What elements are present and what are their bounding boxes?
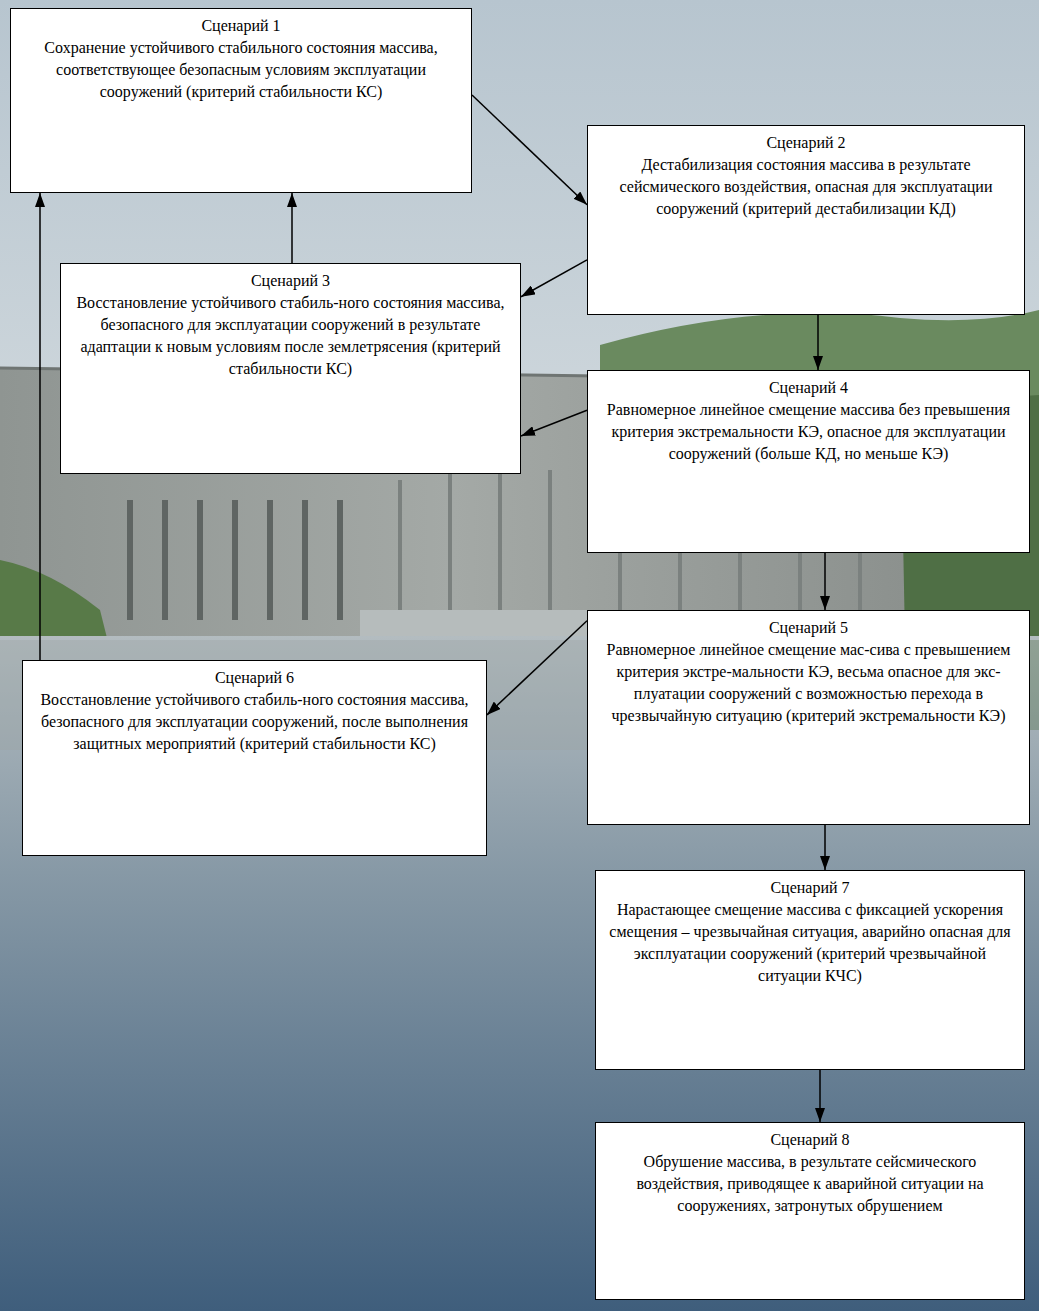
scenario-box: Сценарий 2Дестабилизация состояния масси…	[587, 125, 1025, 315]
flow-arrow	[521, 260, 587, 297]
scenario-heading: Сценарий 6	[35, 667, 474, 689]
scenario-heading: Сценарий 3	[73, 270, 508, 292]
scenario-heading: Сценарий 8	[608, 1129, 1012, 1151]
scenario-box: Сценарий 4Равномерное линейное смещение …	[587, 370, 1030, 553]
scenario-description: Дестабилизация состояния массива в резул…	[600, 154, 1012, 220]
scenario-heading: Сценарий 5	[600, 617, 1017, 639]
scenario-description: Восстановление устойчивого стабиль-ного …	[35, 689, 474, 755]
scenario-box: Сценарий 6Восстановление устойчивого ста…	[22, 660, 487, 856]
scenario-heading: Сценарий 2	[600, 132, 1012, 154]
scenario-box: Сценарий 5Равномерное линейное смещение …	[587, 610, 1030, 825]
flow-arrow	[824, 553, 826, 610]
scenario-box: Сценарий 8Обрушение массива, в результат…	[595, 1122, 1025, 1300]
scenario-heading: Сценарий 1	[23, 15, 459, 37]
flow-arrow	[39, 193, 41, 660]
flow-arrow	[472, 95, 587, 205]
scenario-description: Восстановление устойчивого стабиль-ного …	[73, 292, 508, 380]
scenario-box: Сценарий 3Восстановление устойчивого ста…	[60, 263, 521, 474]
scenario-description: Сохранение устойчивого стабильного состо…	[23, 37, 459, 103]
powerhouse	[360, 610, 620, 638]
spillway-piers	[130, 500, 340, 620]
flow-arrow	[487, 621, 587, 715]
scenario-box: Сценарий 1Сохранение устойчивого стабиль…	[10, 8, 472, 193]
scenario-description: Равномерное линейное смещение массива бе…	[600, 399, 1017, 465]
scenario-heading: Сценарий 7	[608, 877, 1012, 899]
scenario-description: Равномерное линейное смещение мас-сива с…	[600, 639, 1017, 727]
flow-arrow	[819, 1070, 821, 1122]
scenario-heading: Сценарий 4	[600, 377, 1017, 399]
flow-arrow	[824, 825, 826, 870]
scenario-description: Нарастающее смещение массива с фиксацией…	[608, 899, 1012, 987]
flow-arrow	[817, 315, 819, 370]
flow-arrow	[521, 410, 587, 436]
flow-arrow	[291, 193, 293, 263]
scenario-description: Обрушение массива, в результате сейсмиче…	[608, 1151, 1012, 1217]
scenario-box: Сценарий 7Нарастающее смещение массива с…	[595, 870, 1025, 1070]
